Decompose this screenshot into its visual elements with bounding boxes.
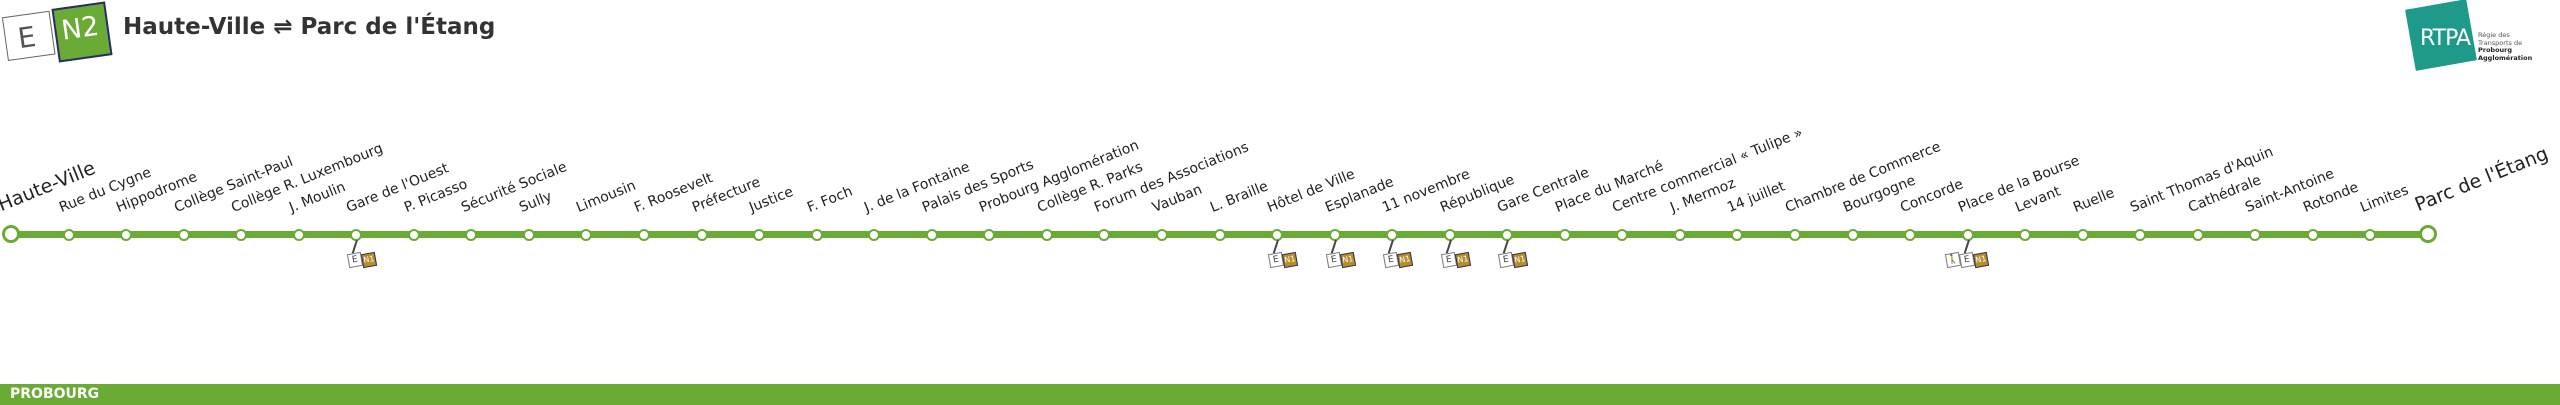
station-stop[interactable] [695,229,708,241]
connection-badge-n1[interactable]: N1 [361,251,378,269]
route-title: Haute-Ville ⇌ Parc de l'Étang [123,14,496,40]
station-stop[interactable] [407,229,420,241]
station-label[interactable]: Ruelle [2070,185,2117,216]
connection-badge-n1[interactable]: N1 [1454,251,1471,269]
rtpa-logo-text: RTPA [2420,26,2471,51]
line-badge-n2: N2 [51,1,113,63]
station-stop[interactable] [235,229,248,241]
station-label[interactable]: F. Foch [804,183,855,216]
station-stop[interactable] [810,229,823,241]
connection-badge-n1[interactable]: N1 [1397,251,1414,269]
station-stop[interactable] [1788,229,1801,241]
station-stop[interactable] [1155,229,1168,241]
station-stop[interactable] [1731,229,1744,241]
station-stop[interactable] [2134,229,2147,241]
station-stop[interactable] [2076,229,2089,241]
station-stop[interactable] [580,229,593,241]
station-stop[interactable] [2419,225,2437,243]
line-badge-text: N2 [59,10,101,47]
station-stop[interactable] [1846,229,1859,241]
station-stop[interactable] [1098,229,1111,241]
station-stop[interactable] [638,229,651,241]
station-stop[interactable] [1040,229,1053,241]
region-label: PROBOURG [10,386,100,402]
connection-badge-n1[interactable]: N1 [1512,251,1529,269]
station-stop[interactable] [2306,229,2319,241]
station-stop[interactable] [177,229,190,241]
station-stop[interactable] [62,229,75,241]
network-badge-text: E [15,20,38,56]
network-badge-e: E [1,10,56,62]
station-stop[interactable] [2191,229,2204,241]
station-stop[interactable] [1213,229,1226,241]
station-stop[interactable] [1904,229,1917,241]
station-stop[interactable] [868,229,881,241]
station-label[interactable]: L. Braille [1207,178,1270,216]
station-stop[interactable] [2249,229,2262,241]
station-stop[interactable] [2364,229,2377,241]
station-label[interactable]: Parc de l'Étang [2411,142,2552,216]
connection-badge-n1[interactable]: N1 [1972,251,1989,269]
station-stop[interactable] [120,229,133,241]
station-stop[interactable] [292,229,305,241]
station-label[interactable]: Sécurité Sociale [459,159,570,216]
station-stop[interactable] [753,229,766,241]
logo-subtitle-2: Transports de [2478,38,2523,47]
station-stop[interactable] [522,229,535,241]
logo-subtitle-3: Probourg Agglomération [2478,46,2533,62]
station-stop[interactable] [1673,229,1686,241]
station-stop[interactable] [983,229,996,241]
station-stop[interactable] [1558,229,1571,241]
station-stop[interactable] [1616,229,1629,241]
station-label[interactable]: Limites [2358,182,2412,216]
connection-badge-n1[interactable]: N1 [1339,251,1356,269]
station-stop[interactable] [2,225,20,243]
station-stop[interactable] [925,229,938,241]
rtpa-logo-subtitle: Régie des Transports de Probourg Agglomé… [2478,31,2560,62]
station-stop[interactable] [2019,229,2032,241]
region-bar: PROBOURG [0,384,2560,405]
connection-badge-n1[interactable]: N1 [1281,251,1299,269]
logo-subtitle-1: Régie des [2478,31,2510,39]
station-stop[interactable] [465,229,478,241]
station-label[interactable]: Limousin [574,177,639,216]
